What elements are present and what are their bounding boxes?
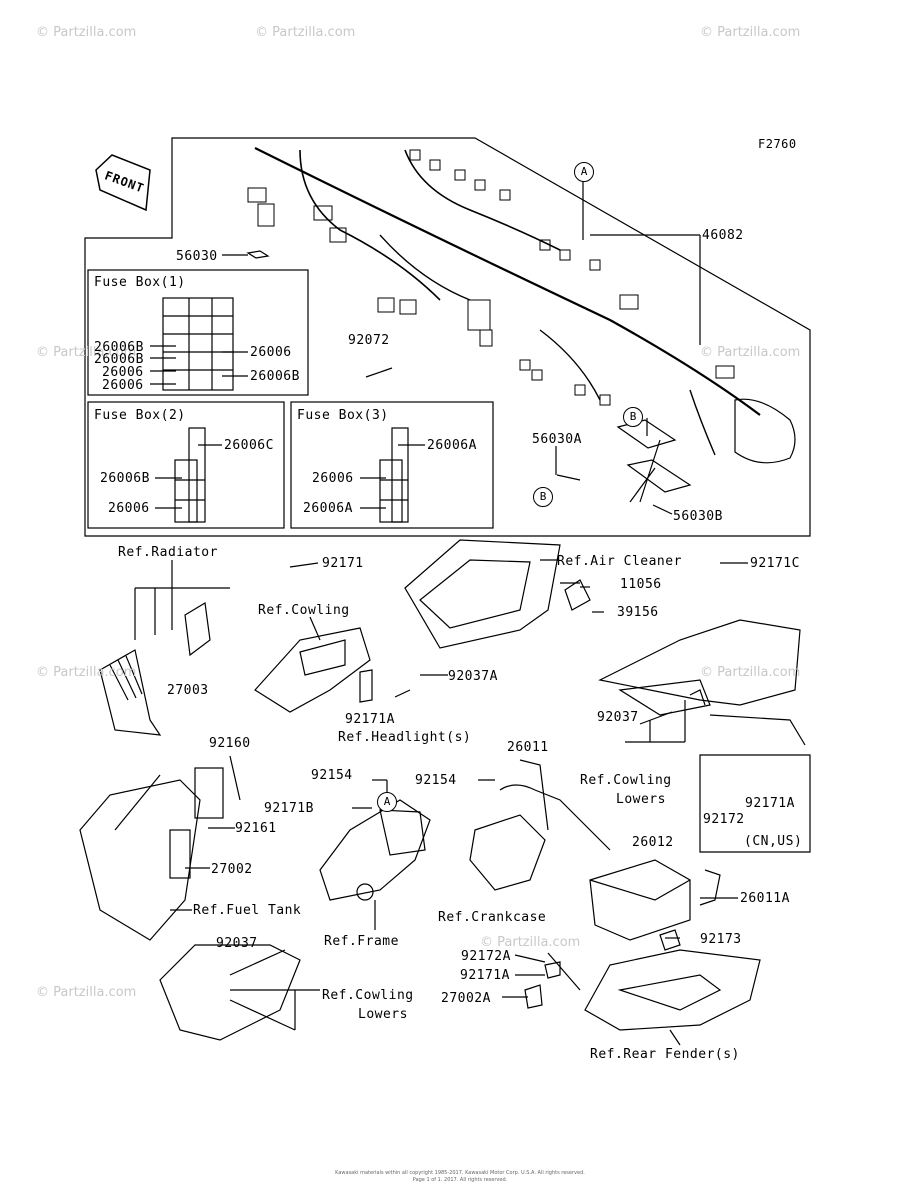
watermark: © Partzilla.com [480,935,581,950]
part-callout[interactable]: 92173 [700,932,742,947]
watermark: © Partzilla.com [36,985,137,1000]
marker-b: B [533,487,553,507]
part-callout[interactable]: 92171C [750,556,800,571]
part-callout[interactable]: 46082 [702,228,744,243]
copyright-footer: Kawasaki materials within all copyright … [335,1170,585,1176]
fuse-label[interactable]: 26006C [224,438,274,453]
fuse-label[interactable]: 26006B [94,340,144,355]
fuse-label[interactable]: 26006A [427,438,477,453]
part-callout[interactable]: 56030B [673,509,723,524]
watermark: © Partzilla.com [700,345,801,360]
part-callout[interactable]: 27002A [441,991,491,1006]
part-callout[interactable]: 92154 [311,768,353,783]
part-callout[interactable]: 26012 [632,835,674,850]
part-callout[interactable]: 92037A [448,669,498,684]
marker-a: A [574,162,594,182]
watermark: © Partzilla.com [700,665,801,680]
ref-label: Ref.Headlight(s) [338,730,472,745]
watermark: © Partzilla.com [36,665,137,680]
fuse-label[interactable]: 26006 [312,471,354,486]
part-callout[interactable]: 92171A [745,796,795,811]
ref-label: Ref.Rear Fender(s) [590,1047,740,1062]
ref-label: Ref.Frame [324,934,399,949]
ref-label: Ref.Cowling [322,988,414,1003]
part-callout[interactable]: 56030A [532,432,582,447]
part-callout[interactable]: 92037 [597,710,639,725]
part-callout[interactable]: 92171 [322,556,364,571]
fuse-label[interactable]: 26006 [102,365,144,380]
ref-label: Lowers [616,792,666,807]
part-callout[interactable]: 92171A [460,968,510,983]
ref-label: Ref.Radiator [118,545,218,560]
part-callout[interactable]: 56030 [176,249,218,264]
ref-label: Ref.Fuel Tank [193,903,302,918]
region-note: (CN,US) [744,834,803,849]
watermark: © Partzilla.com [36,25,137,40]
fuse-label[interactable]: 26006 [250,345,292,360]
harness-frame [84,137,811,537]
diagram-code: F2760 [758,137,797,151]
watermark: © Partzilla.com [700,25,801,40]
marker-a: A [377,792,397,812]
part-callout[interactable]: 11056 [620,577,662,592]
ref-label: Ref.Air Cleaner [557,554,682,569]
fuse-label[interactable]: 26006B [94,352,144,367]
fuse-label[interactable]: 26006B [250,369,300,384]
fuse-box-3-title: Fuse Box(3) [297,408,389,423]
fuse-box-1-title: Fuse Box(1) [94,275,186,290]
copyright-footer: Page 1 of 1. 2017. All rights reserved. [412,1177,508,1183]
ref-label: Ref.Cowling [258,603,350,618]
part-callout[interactable]: 92160 [209,736,251,751]
watermark: © Partzilla.com [36,345,137,360]
part-callout[interactable]: 92172 [703,812,745,827]
ref-label: Ref.Crankcase [438,910,547,925]
part-callout[interactable]: 27002 [211,862,253,877]
part-callout[interactable]: 27003 [167,683,209,698]
part-callout[interactable]: 92037 [216,936,258,951]
part-callout[interactable]: 92154 [415,773,457,788]
part-callout[interactable]: 39156 [617,605,659,620]
part-callout[interactable]: 92171B [264,801,314,816]
front-arrow-icon [95,154,151,212]
fuse-label[interactable]: 26006 [108,501,150,516]
fuse-label[interactable]: 26006A [303,501,353,516]
ref-label: Lowers [358,1007,408,1022]
part-callout[interactable]: 92172A [461,949,511,964]
fuse-label[interactable]: 26006B [100,471,150,486]
fuse-box-3-panel [290,401,494,529]
part-callout[interactable]: 92161 [235,821,277,836]
part-callout[interactable]: 92171A [345,712,395,727]
ref-label: Ref.Cowling [580,773,672,788]
part-callout[interactable]: 92072 [348,333,390,348]
fuse-box-1-panel [87,269,309,396]
part-callout[interactable]: 26011A [740,891,790,906]
fuse-box-2-panel [87,401,285,529]
marker-b: B [623,407,643,427]
watermark: © Partzilla.com [255,25,356,40]
fuse-label[interactable]: 26006 [102,378,144,393]
part-callout[interactable]: 26011 [507,740,549,755]
fuse-box-2-title: Fuse Box(2) [94,408,186,423]
